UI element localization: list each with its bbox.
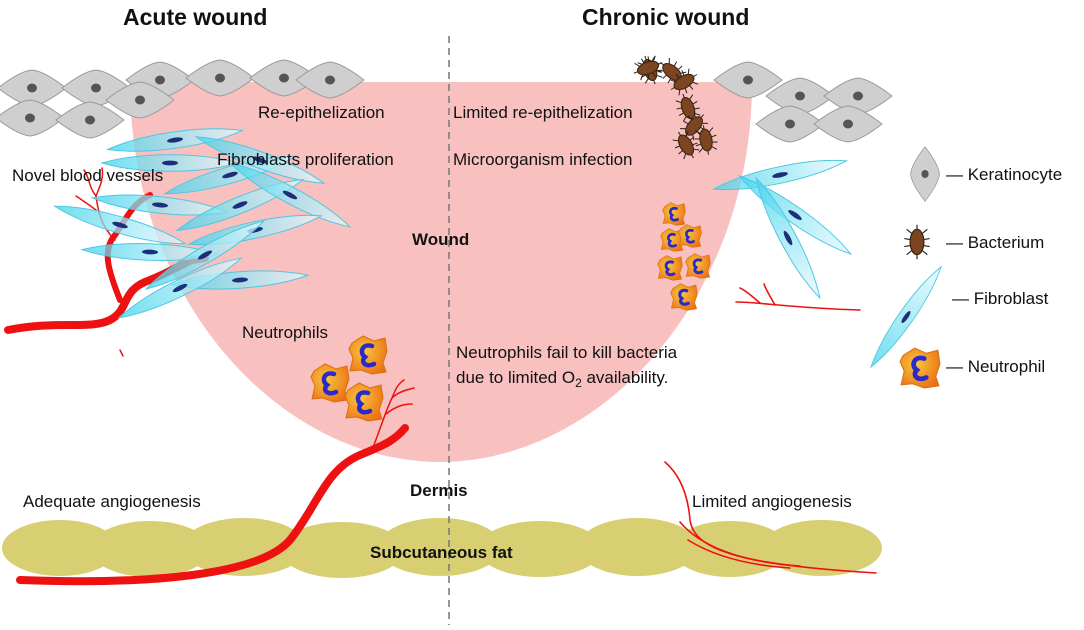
legend-keratinocyte: — Keratinocyte bbox=[946, 165, 1063, 184]
neutrophil-icon bbox=[900, 348, 940, 388]
label-limited-angiogenesis: Limited angiogenesis bbox=[692, 492, 852, 511]
label-neutrophils: Neutrophils bbox=[242, 323, 328, 342]
title-chronic: Chronic wound bbox=[582, 4, 750, 30]
legend-fibroblast: — Fibroblast bbox=[952, 289, 1049, 308]
label-wound: Wound bbox=[412, 230, 470, 249]
label-neutrophil-failure-line1: Neutrophils fail to kill bacteria bbox=[456, 343, 678, 362]
label-microorganism-infection: Microorganism infection bbox=[453, 150, 633, 169]
legend-neutrophil: — Neutrophil bbox=[946, 357, 1046, 376]
label-limited-reepithelization: Limited re-epithelization bbox=[453, 103, 633, 122]
subcutaneous-fat-layer bbox=[2, 518, 882, 578]
chronic-blood-vessel-right bbox=[735, 283, 861, 311]
label-subcutaneous-fat: Subcutaneous fat bbox=[370, 543, 513, 562]
legend-bacterium: — Bacterium bbox=[946, 233, 1045, 252]
label-dermis: Dermis bbox=[410, 481, 468, 500]
title-acute: Acute wound bbox=[123, 4, 268, 30]
bacterium-icon bbox=[903, 224, 931, 260]
chronic-blood-vessel-lower bbox=[664, 461, 877, 574]
keratinocyte-icon bbox=[910, 146, 940, 202]
label-reepithelization: Re-epithelization bbox=[258, 103, 385, 122]
acute-blood-vessel-lower bbox=[16, 379, 415, 586]
label-novel-blood-vessels: Novel blood vessels bbox=[12, 166, 164, 185]
label-adequate-angiogenesis: Adequate angiogenesis bbox=[23, 492, 201, 511]
label-fibroblast-proliferation: Fibroblasts proliferation bbox=[217, 150, 394, 169]
label-neutrophil-failure-line2: due to limited O2 availability. bbox=[456, 368, 669, 390]
